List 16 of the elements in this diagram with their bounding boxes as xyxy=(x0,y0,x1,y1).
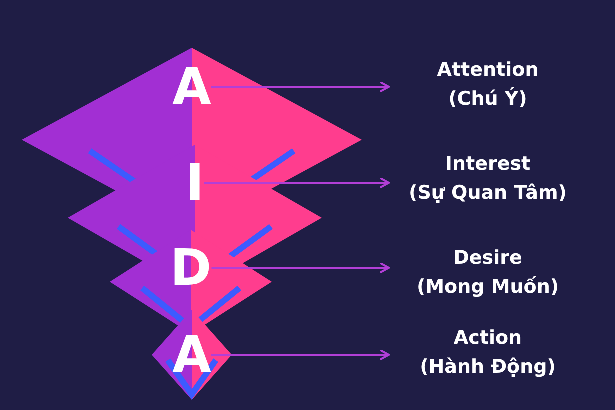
arrow xyxy=(212,262,390,274)
letter: A xyxy=(172,62,212,112)
stage-label: (Sự Quan Tâm) xyxy=(408,180,568,206)
arrow xyxy=(211,349,390,361)
stage-label: (Hành Động) xyxy=(419,354,557,380)
stage-label: (Mong Muốn) xyxy=(416,274,560,300)
stage-label: Interest xyxy=(444,152,532,177)
arrow xyxy=(204,177,390,189)
stage-label: (Chú Ý) xyxy=(448,86,528,112)
letter: A xyxy=(172,330,212,380)
letter: D xyxy=(170,243,212,293)
arrow xyxy=(211,81,390,93)
stage-label: Attention xyxy=(436,58,540,83)
letter: I xyxy=(186,158,204,208)
stage-label: Desire xyxy=(452,246,524,271)
stage-label: Action xyxy=(452,326,524,351)
